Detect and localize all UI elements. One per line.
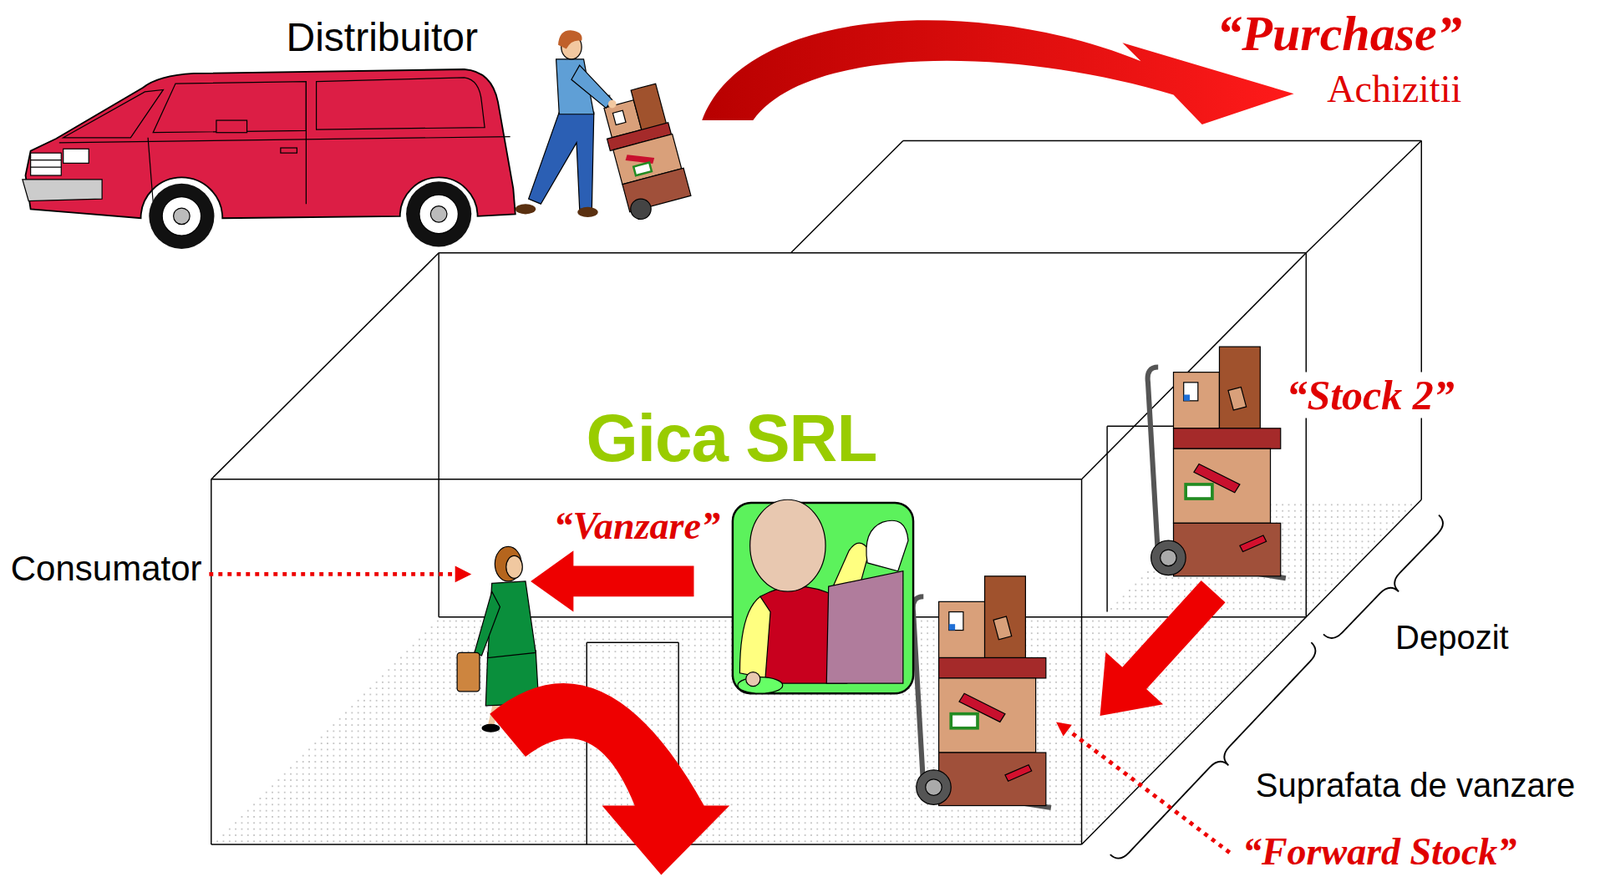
wall-edge: [1305, 253, 1307, 618]
supplier-label: Distribuitor: [284, 15, 481, 61]
arm: [474, 591, 501, 656]
building-wireframe: [211, 140, 1422, 844]
replenish-arrow: [1100, 580, 1226, 717]
van-wheel-hub: [430, 206, 447, 224]
leader-line: [1069, 731, 1230, 853]
box-label: [633, 162, 652, 176]
van-beltline: [59, 137, 511, 143]
wall-edge: [1421, 140, 1423, 500]
truck-boxes: [596, 82, 691, 214]
flow-label: “Vanzare”: [551, 505, 723, 549]
box-label: [612, 110, 626, 125]
van-wheel: [406, 181, 472, 247]
doorway-edge: [1106, 426, 1108, 612]
wall-edge: [1081, 479, 1082, 845]
stock-label: “Forward Stock”: [1239, 830, 1519, 874]
wall-edge: [211, 478, 1082, 480]
purchase-arrow: [701, 20, 1294, 125]
delivery-man: [515, 30, 691, 219]
cash-register: [826, 571, 904, 684]
delivery-van: [22, 69, 516, 249]
handbag: [457, 652, 480, 691]
receipt: [866, 520, 909, 571]
hand: [608, 100, 617, 109]
van-headlight: [63, 148, 90, 163]
cashier: [732, 499, 914, 694]
hand-truck: [1147, 346, 1286, 579]
wall-edge: [210, 479, 212, 845]
area-label: Depozit: [1392, 619, 1512, 656]
hand-truck: [913, 576, 1052, 808]
stock-label: “Stock 2”: [1283, 371, 1457, 418]
head: [750, 499, 826, 592]
leader-line: [208, 572, 455, 577]
face: [506, 555, 524, 579]
wall-edge: [438, 252, 1306, 254]
wall-edge: [1081, 617, 1307, 845]
shoe: [481, 724, 500, 733]
wall-edge: [437, 253, 439, 618]
van-bumper: [22, 179, 102, 202]
wall-edge: [211, 253, 439, 480]
van-mirror: [216, 120, 248, 133]
door-edge: [586, 641, 679, 643]
wall-edge: [1305, 499, 1422, 617]
trousers: [528, 111, 595, 209]
van-wheel-hub: [173, 208, 191, 225]
door-edge: [586, 642, 588, 845]
flow-label: Achizitii: [1324, 68, 1464, 112]
company-name: Gica SRL: [584, 401, 880, 476]
van-window: [316, 77, 486, 130]
van-grille: [30, 152, 62, 176]
leader-head: [1056, 721, 1072, 737]
van-door-handle: [280, 147, 298, 153]
shoe: [515, 203, 536, 214]
arm: [571, 65, 613, 108]
flow-label: “Purchase”: [1213, 5, 1464, 61]
wall-edge: [1305, 140, 1422, 253]
truck-wheel: [630, 198, 651, 219]
leader-head: [455, 566, 473, 584]
area-label: Suprafata de vanzare: [1253, 766, 1578, 804]
wall-edge: [791, 140, 904, 253]
van-window: [152, 81, 306, 133]
doorway-edge: [1107, 426, 1174, 427]
shoe: [577, 207, 598, 218]
hair: [558, 30, 582, 49]
van-windshield: [63, 89, 164, 138]
van-wheel: [148, 183, 214, 249]
exit-arrow: [489, 683, 730, 876]
van-wheel-rim: [419, 194, 458, 234]
van-wheel-rim: [162, 197, 201, 236]
consumer-label: Consumator: [8, 549, 205, 589]
van-grille-bar: [30, 160, 62, 168]
wall-edge: [903, 140, 1422, 142]
hand: [746, 672, 761, 687]
sale-arrow: [530, 550, 694, 612]
sleeve: [739, 596, 771, 679]
